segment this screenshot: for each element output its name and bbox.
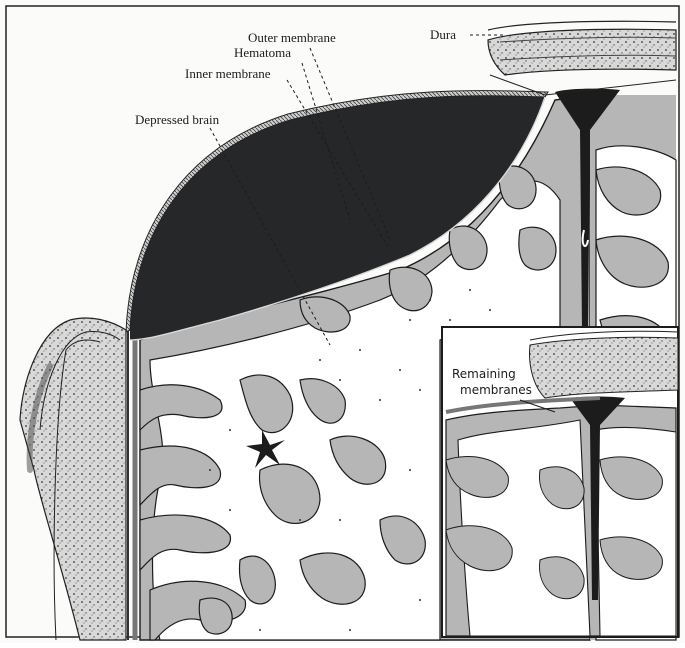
label-hematoma: Hematoma	[234, 45, 291, 60]
label-outer-membrane: Outer membrane	[248, 30, 336, 45]
label-remaining-line1: Remaining	[452, 367, 516, 381]
label-depressed-brain: Depressed brain	[135, 112, 220, 127]
label-inner-membrane: Inner membrane	[185, 66, 271, 81]
label-remaining-line2: membranes	[460, 383, 532, 397]
label-dura: Dura	[430, 27, 456, 42]
